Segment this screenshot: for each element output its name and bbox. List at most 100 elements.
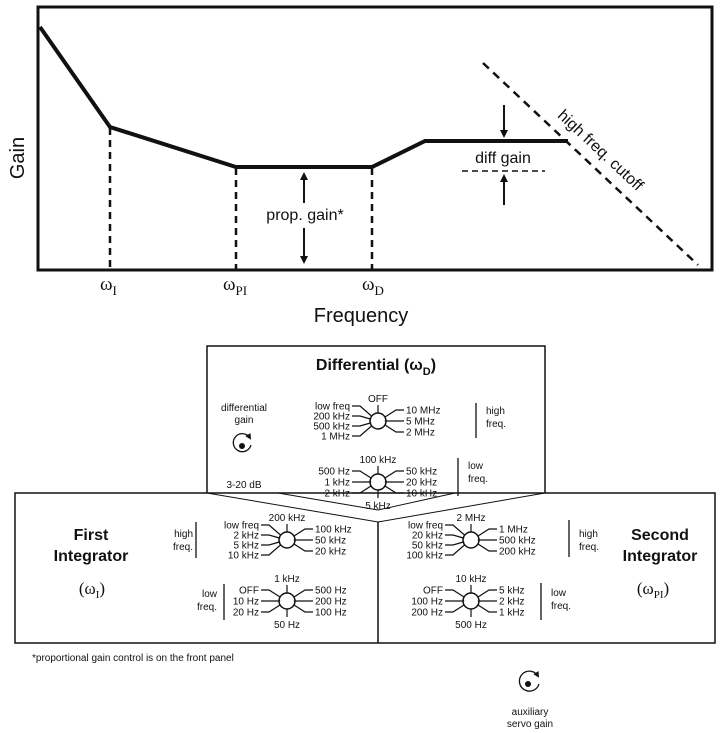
dial-label: 200 Hz [411, 608, 443, 619]
differential-gain-label-1: differential [221, 403, 267, 414]
band-label: freq. [486, 419, 506, 430]
dial-label: 100 kHz [315, 525, 352, 536]
prop-gain-label: prop. gain* [266, 207, 343, 224]
footnote: *proportional gain control is on the fro… [32, 653, 234, 664]
dial-label: 2 kHz [499, 597, 525, 608]
aux-label-1: auxiliary [512, 707, 549, 718]
band-label: low [468, 461, 484, 472]
band-label: freq. [173, 542, 193, 553]
dial-label: 100 kHz [406, 551, 443, 562]
band-label: high [486, 406, 505, 417]
dial-spoke [384, 485, 404, 494]
dial-spoke [261, 524, 281, 536]
dial-label: 5 MHz [406, 417, 435, 428]
dial-spoke [261, 589, 281, 598]
dial-label: 2 kHz [233, 531, 259, 542]
y-axis-label: Gain [7, 137, 29, 179]
dial-spoke [445, 541, 465, 546]
differential-gain-range: 3-20 dB [226, 480, 261, 491]
dial-label: low freq [408, 521, 443, 532]
panel-outline [14, 345, 716, 644]
dial-label: 2 MHz [406, 428, 435, 439]
x-axis-label: Frequency [314, 305, 409, 327]
band-label: freq. [197, 602, 217, 613]
dial-spoke [445, 524, 465, 536]
band-bracket: high freq. [568, 520, 599, 557]
dial-knob[interactable] [462, 592, 480, 610]
omega-pi-tick: ωPI [223, 274, 247, 298]
aux-servo-gain-knob[interactable] [518, 670, 540, 692]
differential-section: Differential (ωD) differential gain 3-20… [221, 357, 440, 512]
dial-label: 5 kHz [365, 501, 391, 512]
dial-label: 2 kHz [324, 489, 350, 500]
dial-spoke [293, 528, 313, 537]
knob-rotate-icon [232, 433, 252, 453]
dial-knob[interactable] [278, 531, 296, 549]
dial-spoke [445, 604, 465, 613]
dial-spoke [352, 425, 372, 437]
dial-label: 500 Hz [318, 467, 350, 478]
band-label: low [202, 589, 218, 600]
dial-knob[interactable] [369, 473, 387, 491]
dial-label: 20 kHz [412, 531, 443, 542]
diff-gain-label: diff gain [475, 150, 531, 167]
plot-frame [36, 5, 714, 272]
dial-label: 20 Hz [233, 608, 259, 619]
omega-d-tick: ωD [362, 274, 384, 298]
first-integrator-title-2: Integrator [54, 548, 129, 565]
dial-label: 500 Hz [455, 620, 487, 631]
dial-knob[interactable] [369, 412, 387, 430]
dial-label: OFF [239, 586, 259, 597]
gain-plot: prop. gain* diff gain high freq. cutoff … [7, 5, 714, 327]
differential-gain-label-2: gain [235, 415, 254, 426]
omega-i-tick: ωI [100, 274, 117, 298]
dial-spoke [352, 415, 372, 420]
dial-label: 200 kHz [499, 547, 536, 558]
dial-label: 500 kHz [499, 536, 536, 547]
gain-curve [38, 25, 568, 169]
dial-label: 100 Hz [315, 608, 347, 619]
dial-label: OFF [368, 394, 388, 405]
aux-knob-center [525, 681, 531, 687]
dial-label: 10 kHz [406, 489, 437, 500]
dial-label: 200 kHz [269, 513, 306, 524]
dial-label: 20 kHz [315, 547, 346, 558]
differential-gain-knob[interactable] [232, 433, 252, 453]
dial-spoke [384, 424, 404, 433]
dial-spoke [293, 604, 313, 613]
second-integrator-title-2: Integrator [623, 548, 698, 565]
second-integrator-omega: (ωPI) [637, 579, 669, 601]
dial-label: 2 MHz [457, 513, 486, 524]
dial-spoke [445, 534, 465, 539]
dial-label: 1 MHz [321, 432, 350, 443]
band-bracket: high freq. [173, 522, 197, 558]
band-label: freq. [579, 542, 599, 553]
dial-label: 10 MHz [406, 406, 440, 417]
dial-spoke [384, 470, 404, 479]
dial-label: 50 kHz [315, 536, 346, 547]
cutoff-label: high freq. cutoff [554, 107, 646, 195]
band-label: high [579, 529, 598, 540]
first-integrator-title-1: First [74, 527, 109, 544]
cutoff-line [482, 62, 699, 266]
dial-spoke [352, 422, 372, 427]
dial-spoke [261, 541, 281, 546]
dial-spoke [352, 405, 372, 417]
dial-label: 5 kHz [499, 586, 525, 597]
dial-label: 5 kHz [233, 541, 259, 552]
knob-center [239, 443, 245, 449]
band-label: high [174, 529, 193, 540]
dial-knob[interactable] [462, 531, 480, 549]
band-label: low [551, 588, 567, 599]
dial-spoke [293, 589, 313, 598]
dial-knob[interactable] [278, 592, 296, 610]
first-integrator-omega: (ωI) [79, 579, 105, 601]
